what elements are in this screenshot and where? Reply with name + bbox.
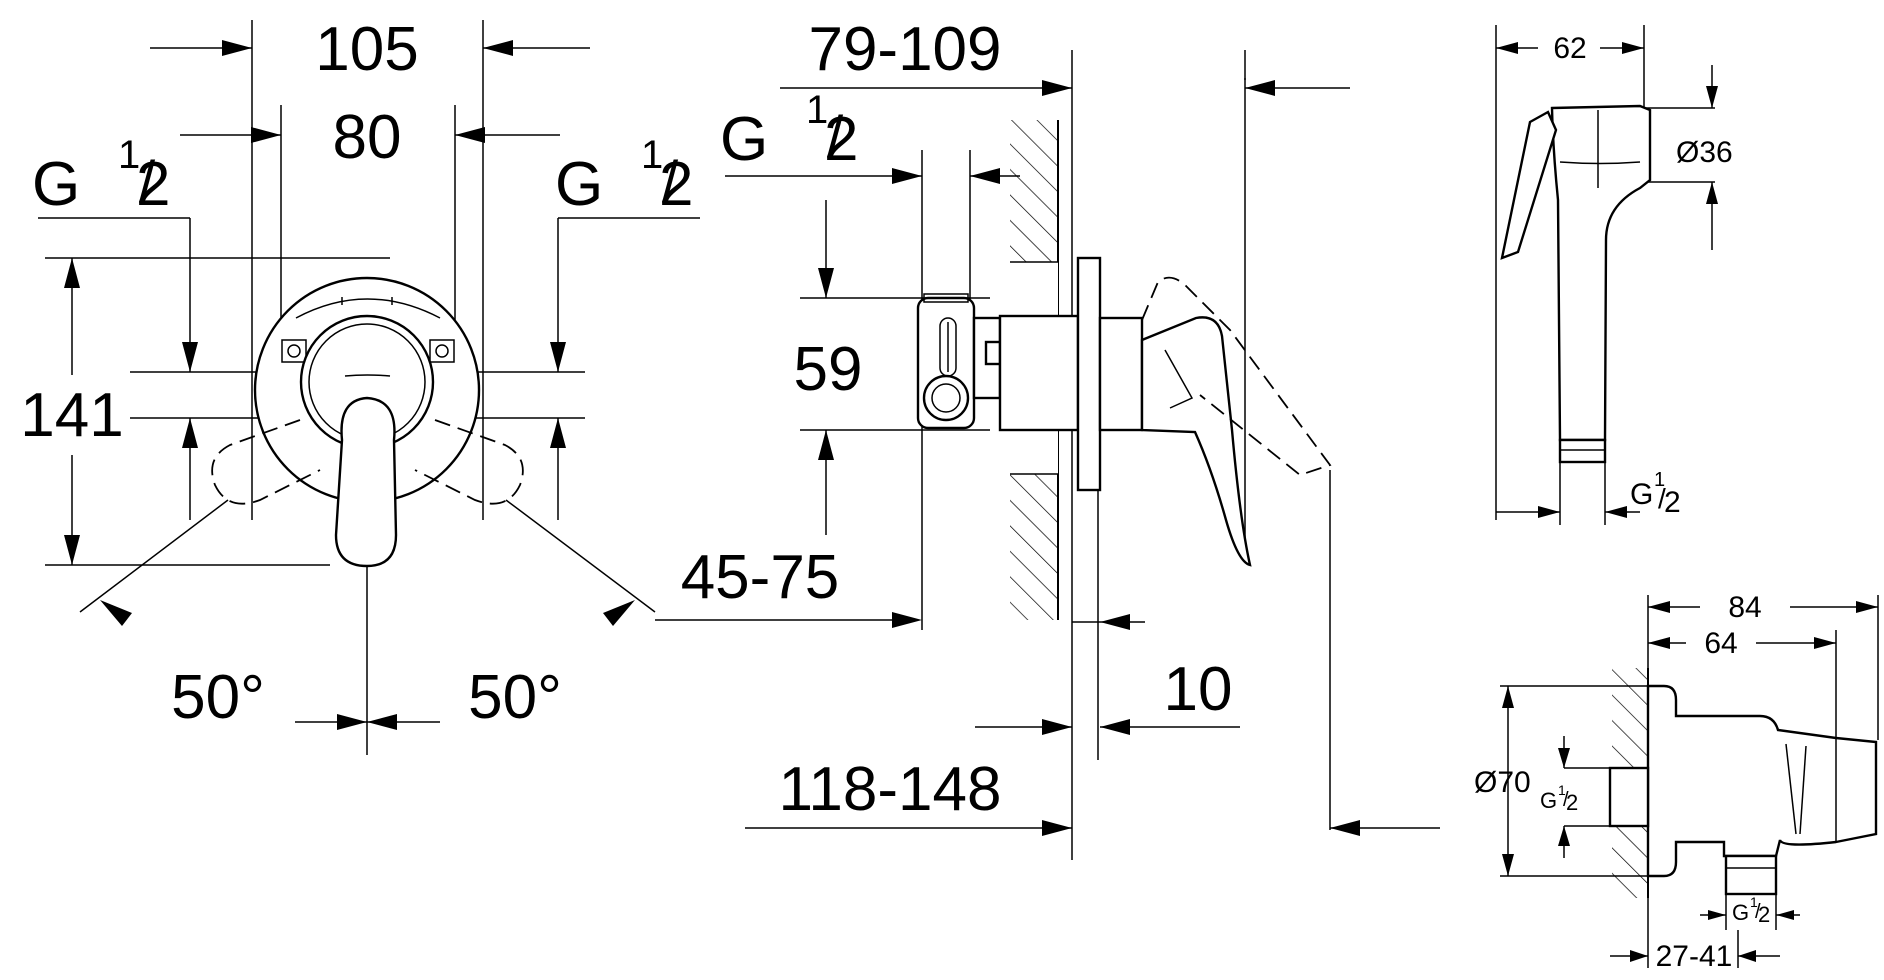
- svg-text:1: 1: [1654, 469, 1665, 491]
- dim-outlet-64: 64: [1704, 627, 1737, 660]
- svg-text:/: /: [139, 150, 156, 215]
- svg-text:/: /: [1658, 483, 1666, 514]
- thread-label-left: G 1 2: [32, 133, 170, 219]
- thread-label-outlet-left: G 1 2: [1540, 782, 1578, 815]
- dim-outlet-70: Ø70: [1474, 766, 1531, 799]
- thread-label-shower: G 1 2: [1630, 469, 1681, 519]
- front-lever: [334, 396, 398, 568]
- svg-text:G: G: [1540, 788, 1557, 813]
- thread-label-side: G 1 2: [720, 88, 858, 174]
- angle-left-50: 50°: [171, 663, 265, 732]
- svg-text:2: 2: [659, 150, 693, 219]
- svg-text:G: G: [1630, 478, 1653, 511]
- svg-text:G: G: [32, 150, 80, 219]
- svg-text:1: 1: [1750, 894, 1758, 910]
- dim-total-118-148: 118-148: [779, 755, 1002, 824]
- dim-plate-10: 10: [1164, 655, 1233, 724]
- svg-text:G: G: [1732, 900, 1749, 925]
- angle-right-50: 50°: [468, 663, 562, 732]
- svg-text:2: 2: [824, 105, 858, 174]
- svg-text:/: /: [1563, 789, 1569, 811]
- side-mixer-body: [916, 256, 1332, 567]
- svg-text:2: 2: [1664, 486, 1681, 519]
- dim-width-105: 105: [315, 15, 418, 84]
- svg-text:G: G: [555, 150, 603, 219]
- svg-text:1: 1: [1558, 782, 1566, 798]
- side-view: 79-109 G 1 2 / 59 45-75: [681, 15, 1440, 860]
- svg-text:2: 2: [136, 150, 170, 219]
- thread-label-outlet-bottom: G 1 2: [1732, 894, 1770, 927]
- front-view: 105 80 G 1 2 G 1 2 / /: [20, 15, 910, 755]
- dim-shower-36: Ø36: [1676, 136, 1733, 169]
- svg-text:/: /: [1755, 901, 1761, 923]
- svg-text:/: /: [662, 150, 679, 215]
- hand-shower-view: 62 Ø36 G 1 2 /: [1495, 25, 1733, 525]
- svg-text:G: G: [720, 105, 768, 174]
- dim-outlet-27-41: 27-41: [1656, 940, 1733, 973]
- wall-outlet-view: 84 64 Ø70 G 1 2 /: [1474, 591, 1879, 973]
- dim-width-80: 80: [333, 103, 402, 172]
- side-cover-plate: [1076, 256, 1102, 492]
- svg-text:1: 1: [806, 88, 828, 132]
- dim-outlet-84: 84: [1728, 591, 1761, 624]
- svg-text:1: 1: [641, 133, 663, 177]
- svg-text:2: 2: [1758, 902, 1770, 927]
- wall-outlet-body: [1646, 684, 1878, 878]
- svg-text:1: 1: [118, 133, 140, 177]
- dim-depth-79-109: 79-109: [808, 15, 1001, 84]
- hand-shower-body: [1550, 104, 1652, 442]
- svg-text:2: 2: [1566, 790, 1578, 815]
- svg-text:/: /: [827, 105, 844, 170]
- dim-height-141: 141: [20, 381, 123, 450]
- dim-offset-45-75: 45-75: [681, 543, 840, 612]
- thread-label-right: G 1 2: [555, 133, 693, 219]
- side-lever: [1140, 316, 1252, 567]
- dim-shower-62: 62: [1553, 32, 1586, 65]
- dim-height-59: 59: [794, 335, 863, 404]
